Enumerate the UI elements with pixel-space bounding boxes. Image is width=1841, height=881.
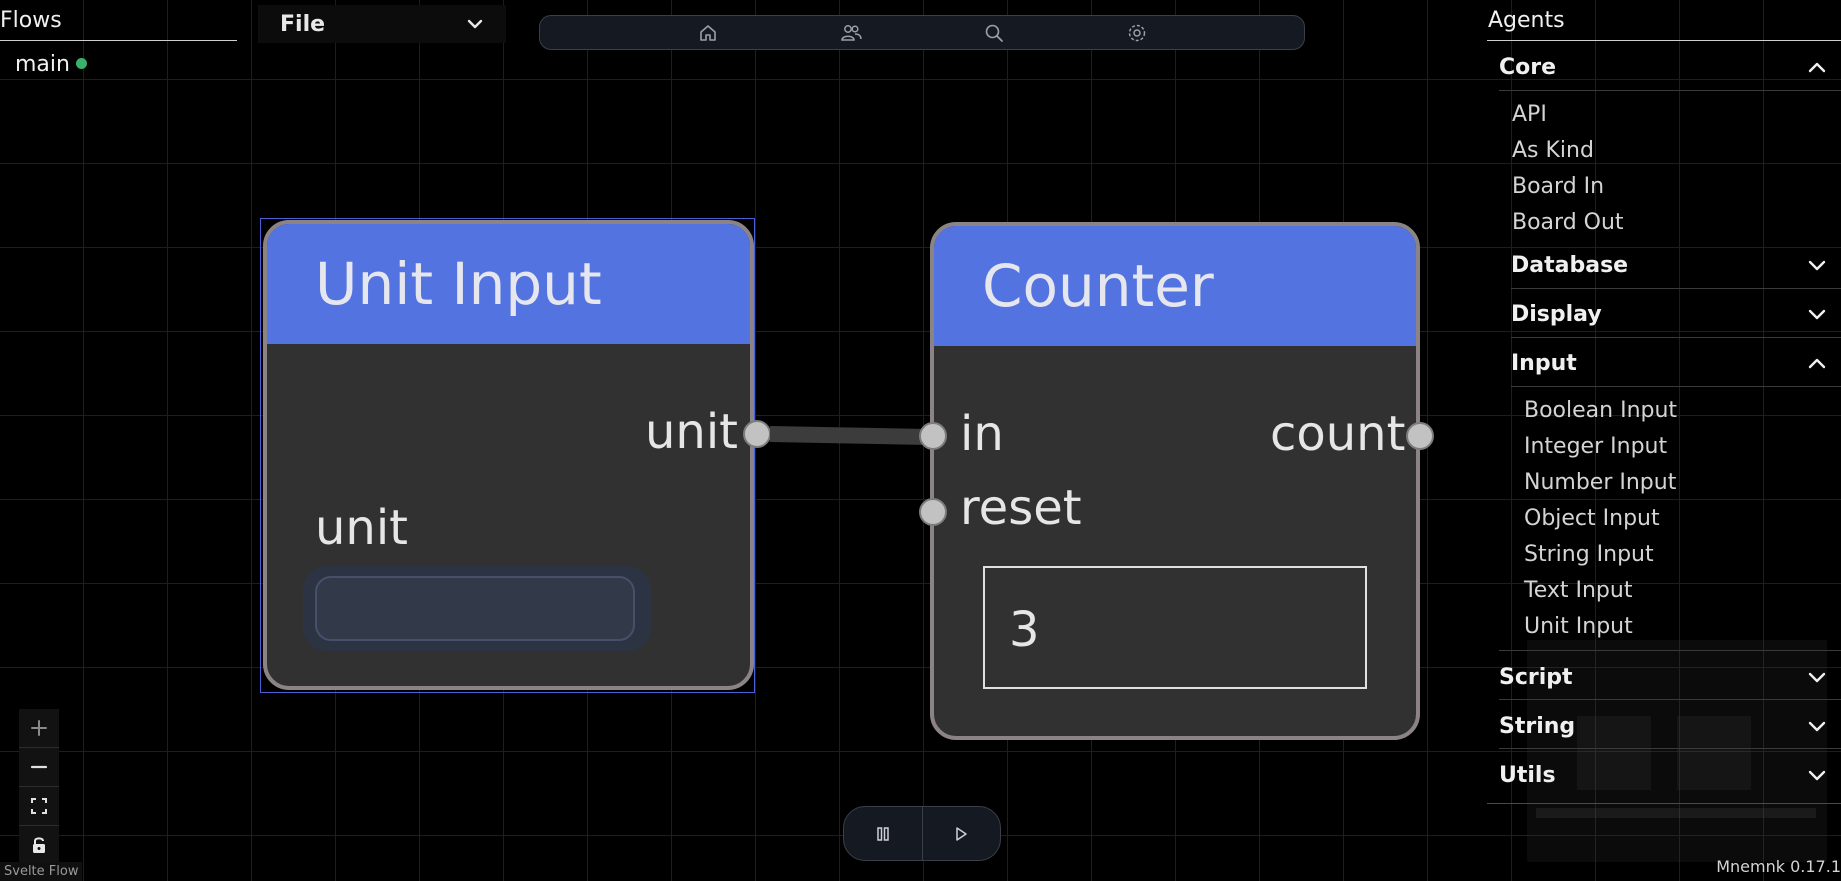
fit-view-icon[interactable] [19,787,59,826]
zoom-out-icon[interactable] [19,748,59,787]
input-port-label: reset [960,480,1082,536]
category-script[interactable]: Script [1499,654,1841,700]
category-divider [1511,386,1841,387]
lock-icon[interactable] [19,826,59,864]
agent-item[interactable]: Text Input [1524,578,1633,603]
flow-item-label: main [15,52,70,77]
output-port-label: unit [645,404,738,460]
category-divider [1511,337,1841,338]
category-label: Display [1511,301,1602,327]
drag-ghost-bar [1536,808,1816,818]
selection-outline [260,218,755,693]
category-divider [1499,90,1841,91]
unit-input-node[interactable]: Unit Input unit unit [263,220,771,690]
category-divider [1511,288,1841,289]
play-icon[interactable] [923,807,1001,860]
agent-item[interactable]: Object Input [1524,506,1660,531]
chevron-down-icon [1808,260,1826,271]
counter-display: 3 [983,566,1367,689]
node-header[interactable]: Unit Input [267,224,750,344]
output-port-count[interactable] [1406,422,1434,450]
pause-icon[interactable] [844,807,922,860]
agent-item[interactable]: Integer Input [1524,434,1668,459]
category-label: Database [1511,252,1629,278]
agent-item[interactable]: String Input [1524,542,1654,567]
agent-item[interactable]: Number Input [1524,470,1677,495]
category-display[interactable]: Display [1511,291,1841,337]
agent-item[interactable]: As Kind [1512,138,1594,163]
home-icon[interactable] [697,22,719,44]
app-version: Mnemnk 0.17.1 [1716,857,1841,876]
flows-divider [0,40,237,41]
counter-value: 3 [1009,602,1040,658]
category-divider [1499,748,1841,749]
category-database[interactable]: Database [1511,242,1841,288]
counter-node[interactable]: Counter in reset count 3 [919,222,1434,740]
input-port-in[interactable] [919,422,947,450]
agents-panel: Agents Core API As Kind Board In Board O… [1487,0,1841,810]
agent-item[interactable]: Boolean Input [1524,398,1678,423]
chevron-down-icon [1808,721,1826,732]
agent-item[interactable]: Board Out [1512,210,1624,235]
node-header[interactable]: Counter [934,226,1416,346]
search-icon[interactable] [983,22,1005,44]
zoom-controls [19,709,59,864]
file-menu-label: File [280,11,326,37]
category-string[interactable]: String [1499,703,1841,749]
chevron-down-icon [1808,672,1826,683]
top-toolbar [539,15,1305,50]
category-label: String [1499,713,1576,739]
agent-item[interactable]: Board In [1512,174,1605,199]
drag-ghost-tile [1577,716,1651,790]
category-label: Core [1499,54,1557,80]
chevron-up-icon [1808,62,1826,73]
category-input[interactable]: Input [1511,340,1841,386]
users-icon[interactable] [840,22,862,44]
edge-unit-to-in[interactable] [760,425,930,455]
agents-divider [1487,40,1841,41]
flows-title: Flows [0,8,62,33]
settings-icon[interactable] [1126,22,1148,44]
drag-ghost-tile [1677,716,1751,790]
chevron-down-icon [467,19,483,29]
field-label: unit [315,500,408,556]
playback-controls [843,806,1001,861]
drag-ghost [1527,640,1827,862]
flow-item-main[interactable]: main [15,52,87,77]
category-divider [1499,650,1841,651]
category-label: Utils [1499,762,1556,788]
file-menu[interactable]: File [258,5,506,43]
node-title: Counter [982,252,1214,320]
playback-divider [921,807,923,860]
chevron-up-icon [1808,358,1826,369]
attribution-link[interactable]: Svelte Flow [0,862,83,881]
zoom-in-icon[interactable] [19,709,59,748]
category-label: Input [1511,350,1577,376]
input-port-label: in [960,406,1004,462]
input-port-reset[interactable] [919,498,947,526]
chevron-down-icon [1808,309,1826,320]
category-core[interactable]: Core [1499,44,1841,90]
category-divider [1499,699,1841,700]
agents-title: Agents [1488,8,1565,33]
output-port-label: count [1270,406,1406,462]
category-divider [1487,803,1841,804]
category-label: Script [1499,664,1573,690]
agent-item[interactable]: Unit Input [1524,614,1633,639]
agent-item[interactable]: API [1512,102,1547,127]
node-title: Unit Input [315,250,602,318]
flow-status-dot [75,58,87,69]
chevron-down-icon [1808,770,1826,781]
category-utils[interactable]: Utils [1499,752,1841,798]
unit-field[interactable] [315,576,635,641]
